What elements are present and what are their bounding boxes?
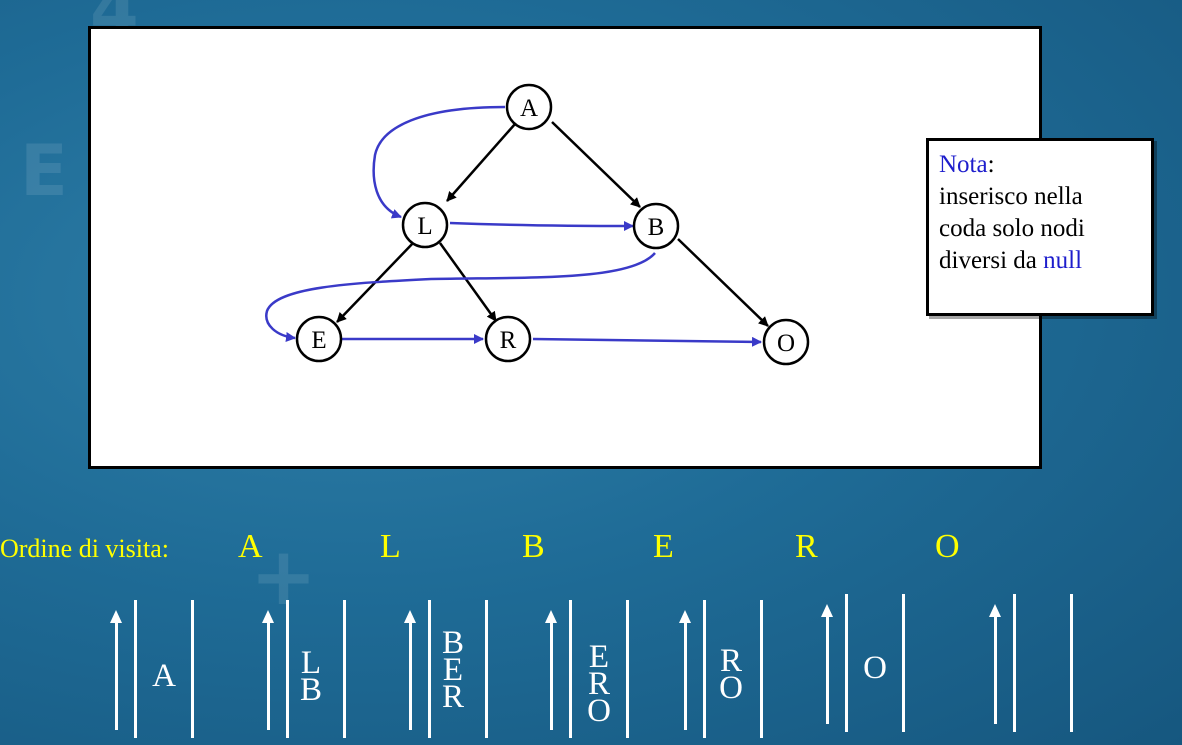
note-line-3-prefix: diversi da bbox=[939, 247, 1037, 274]
node-a: A bbox=[505, 83, 553, 131]
queue-left-wall bbox=[845, 594, 848, 732]
node-b-label: B bbox=[648, 214, 665, 241]
tree-edge-b-o bbox=[677, 238, 769, 327]
queue-item: L bbox=[300, 645, 322, 681]
note-title-line: Nota: bbox=[939, 151, 995, 178]
queue-left-wall bbox=[703, 600, 706, 738]
queue-left-wall bbox=[569, 600, 572, 738]
visit-order-label: Ordine di visita: bbox=[0, 534, 169, 563]
order-edge-r-o bbox=[532, 336, 762, 347]
queue-arrow-icon bbox=[404, 610, 416, 730]
note-line-1: inserisco nella bbox=[939, 183, 1083, 210]
queue-state: E R O bbox=[545, 600, 633, 738]
queue-item: B bbox=[441, 625, 464, 661]
queue-arrow-icon bbox=[821, 604, 833, 724]
graph-diagram: A L B E R O bbox=[265, 83, 810, 366]
queue-right-wall bbox=[1070, 594, 1073, 732]
queue-right-wall bbox=[343, 600, 346, 738]
node-a-label: A bbox=[520, 95, 538, 122]
node-o: O bbox=[762, 318, 810, 366]
note-null-keyword: null bbox=[1043, 247, 1083, 274]
queue-left-wall bbox=[134, 600, 137, 738]
queue-arrow-icon bbox=[110, 610, 122, 730]
background-key-decoration: E bbox=[20, 130, 68, 212]
queue-contents: B E R bbox=[431, 625, 475, 715]
queue-item: R bbox=[719, 643, 742, 679]
queue-arrow-icon bbox=[989, 604, 1001, 724]
tree-edge-a-b bbox=[551, 121, 641, 208]
queue-right-wall bbox=[191, 600, 194, 738]
node-e-label: E bbox=[311, 327, 326, 354]
visit-order-item: E bbox=[653, 528, 674, 565]
visit-order-item: O bbox=[935, 528, 960, 565]
queue-right-wall bbox=[902, 594, 905, 732]
note-title: Nota bbox=[939, 151, 988, 178]
visit-order-item: L bbox=[380, 528, 401, 565]
node-r-label: R bbox=[500, 327, 517, 354]
node-b: B bbox=[632, 202, 680, 250]
queue-contents: A bbox=[137, 658, 191, 694]
queue-item: O bbox=[719, 670, 743, 706]
queue-contents: O bbox=[848, 650, 902, 686]
queue-right-wall bbox=[485, 600, 488, 738]
queue-state: O bbox=[821, 594, 909, 732]
node-o-label: O bbox=[777, 330, 795, 357]
graph-diagram-box: A L B E R O bbox=[88, 26, 1042, 469]
note-line-2: coda solo nodi bbox=[939, 215, 1085, 242]
background-key-decoration: + bbox=[250, 530, 318, 623]
visit-order-item: B bbox=[522, 528, 545, 565]
node-r: R bbox=[484, 315, 532, 363]
node-e: E bbox=[295, 315, 343, 363]
queue-state: L B bbox=[262, 600, 350, 738]
queue-left-wall bbox=[286, 600, 289, 738]
queue-state: B E R bbox=[404, 600, 492, 738]
tree-edge-l-r bbox=[438, 242, 498, 322]
queue-state: A bbox=[110, 600, 198, 738]
order-edge-b-e bbox=[265, 252, 656, 342]
order-edge-l-b bbox=[449, 220, 634, 231]
note-line-3: diversi da null bbox=[939, 245, 1141, 277]
order-edge-a-l bbox=[372, 105, 506, 219]
tree-edge-a-l bbox=[446, 123, 516, 202]
queue-left-wall bbox=[1013, 594, 1016, 732]
queue-item: R bbox=[441, 679, 464, 715]
queue-arrow-icon bbox=[679, 610, 691, 730]
queue-right-wall bbox=[760, 600, 763, 738]
visit-order-item: R bbox=[795, 528, 818, 565]
node-l: L bbox=[401, 201, 449, 249]
queue-item: O bbox=[587, 693, 611, 729]
queue-arrow-icon bbox=[545, 610, 557, 730]
queue-contents: L B bbox=[289, 645, 333, 708]
queue-state bbox=[989, 594, 1079, 732]
queue-item: R bbox=[587, 666, 610, 702]
note-box: Nota: inserisco nella coda solo nodi div… bbox=[926, 138, 1154, 316]
queue-contents: R O bbox=[706, 643, 756, 706]
queue-left-wall bbox=[428, 600, 431, 738]
queue-item: A bbox=[152, 658, 176, 694]
queue-item: E bbox=[442, 652, 464, 688]
visit-order-item: A bbox=[238, 528, 263, 565]
node-l-label: L bbox=[417, 213, 432, 240]
queue-state: R O bbox=[679, 600, 767, 738]
queue-contents: E R O bbox=[572, 639, 626, 729]
queue-item: B bbox=[299, 672, 322, 708]
queue-item: E bbox=[588, 639, 610, 675]
queue-arrow-icon bbox=[262, 610, 274, 730]
queue-item: O bbox=[863, 650, 887, 686]
queue-right-wall bbox=[626, 600, 629, 738]
